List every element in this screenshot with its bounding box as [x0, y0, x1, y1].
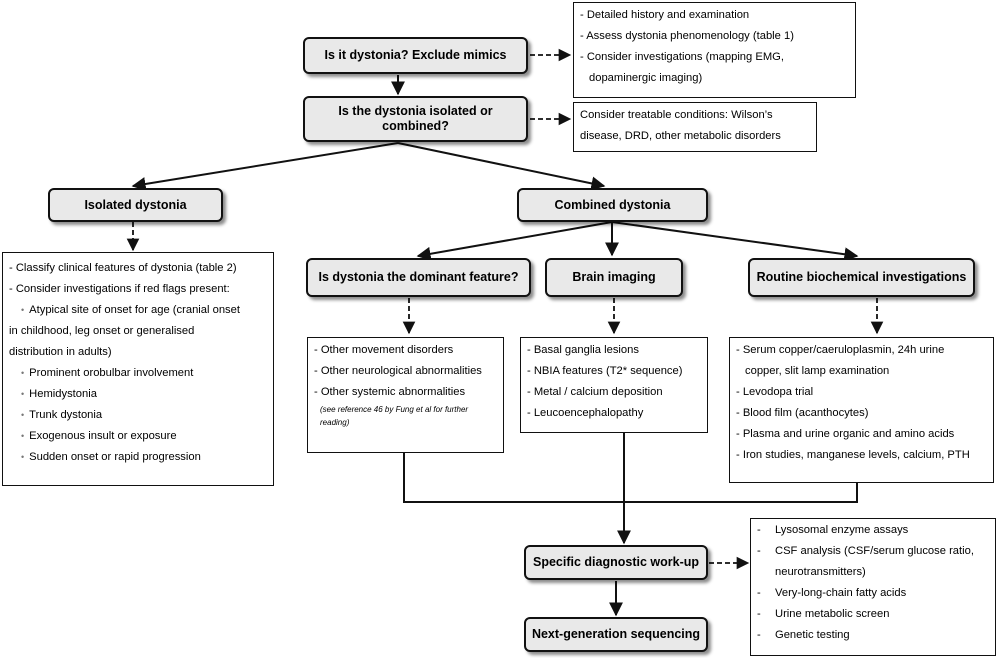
biochem-note-line: - Levodopa trial — [736, 386, 814, 398]
red-flag-item: Sudden onset or rapid progression — [9, 447, 267, 468]
red-flag-item: Exogenous insult or exposure — [9, 426, 267, 447]
dominant-note-line: - Other movement disorders — [314, 344, 454, 356]
red-flag-item: Prominent orobulbar involvement — [9, 363, 267, 384]
node-dystonia-dominant: Is dystonia the dominant feature? — [306, 258, 531, 297]
q2-note-line: Consider treatable conditions: Wilson’s — [580, 109, 773, 121]
arrow-combined-dominant — [416, 221, 613, 261]
q1-note-line: - Consider investigations (mapping EMG, — [580, 51, 784, 63]
dominant-note-line: - Other systemic abnormalities — [314, 386, 466, 398]
isolated-note-line: - Consider investigations if red flags p… — [9, 283, 230, 295]
arrow-combined-biochem — [611, 221, 859, 262]
red-flag-item: Hemidystonia — [9, 384, 267, 405]
isolated-note-line: - Classify clinical features of dystonia… — [9, 262, 237, 274]
imaging-note-line: - Metal / calcium deposition — [527, 386, 663, 398]
node-combined-dystonia: Combined dystonia — [517, 188, 708, 222]
node-brain-imaging: Brain imaging — [545, 258, 683, 297]
arrow-q2-combined — [397, 142, 606, 191]
imaging-note-line: - Leucoencephalopathy — [527, 407, 644, 419]
node-next-generation-sequencing: Next-generation sequencing — [524, 617, 708, 652]
node-routine-biochemical: Routine biochemical investigations — [748, 258, 975, 297]
node-isolated-dystonia: Isolated dystonia — [48, 188, 223, 222]
node-is-it-dystonia: Is it dystonia? Exclude mimics — [303, 37, 528, 74]
red-flag-atypical-onset: Atypical site of onset for age (cranial … — [9, 300, 267, 321]
red-flag-item: Trunk dystonia — [9, 405, 267, 426]
specific-note-line: -Genetic testing — [757, 629, 850, 641]
red-flag-atypical-onset-cont: distribution in adults) — [9, 346, 112, 358]
specific-note-line: -Lysosomal enzyme assays — [757, 524, 909, 536]
biochem-note-line: - Serum copper/caeruloplasmin, 24h urine — [736, 344, 945, 356]
arrow-q2-isolated — [131, 142, 399, 191]
box-biochem-notes: - Serum copper/caeruloplasmin, 24h urine… — [729, 337, 994, 483]
box-imaging-notes: - Basal ganglia lesions - NBIA features … — [520, 337, 708, 433]
box-q2-notes: Consider treatable conditions: Wilson’s … — [573, 102, 817, 152]
box-isolated-notes: - Classify clinical features of dystonia… — [2, 252, 274, 486]
specific-note-line: neurotransmitters) — [775, 566, 866, 578]
imaging-note-line: - NBIA features (T2* sequence) — [527, 365, 683, 377]
q1-note-line: - Assess dystonia phenomenology (table 1… — [580, 30, 794, 42]
reference-note: (see reference 46 by Fung et al for furt… — [320, 405, 469, 427]
box-q1-notes: - Detailed history and examination - Ass… — [573, 2, 856, 98]
specific-note-line: -Very-long-chain fatty acids — [757, 587, 907, 599]
node-isolated-or-combined: Is the dystonia isolated or combined? — [303, 96, 528, 142]
biochem-note-line: - Iron studies, manganese levels, calciu… — [736, 449, 970, 461]
specific-note-line: -Urine metabolic screen — [757, 608, 890, 620]
merge-bracket — [403, 453, 858, 503]
box-specific-notes: -Lysosomal enzyme assays -CSF analysis (… — [750, 518, 996, 656]
node-specific-workup: Specific diagnostic work-up — [524, 545, 708, 580]
biochem-note-line: - Blood film (acanthocytes) — [736, 407, 869, 419]
q2-note-line: disease, DRD, other metabolic disorders — [580, 130, 781, 142]
dominant-note-line: - Other neurological abnormalities — [314, 365, 482, 377]
biochem-note-line: copper, slit lamp examination — [745, 365, 890, 377]
red-flag-atypical-onset-cont: in childhood, leg onset or generalised — [9, 325, 195, 337]
q1-note-line: dopaminergic imaging) — [589, 72, 703, 84]
q1-note-line: - Detailed history and examination — [580, 9, 750, 21]
specific-note-line: -CSF analysis (CSF/serum glucose ratio, — [757, 545, 974, 557]
imaging-note-line: - Basal ganglia lesions — [527, 344, 639, 356]
biochem-note-line: - Plasma and urine organic and amino aci… — [736, 428, 955, 440]
box-dominant-notes: - Other movement disorders - Other neuro… — [307, 337, 504, 453]
